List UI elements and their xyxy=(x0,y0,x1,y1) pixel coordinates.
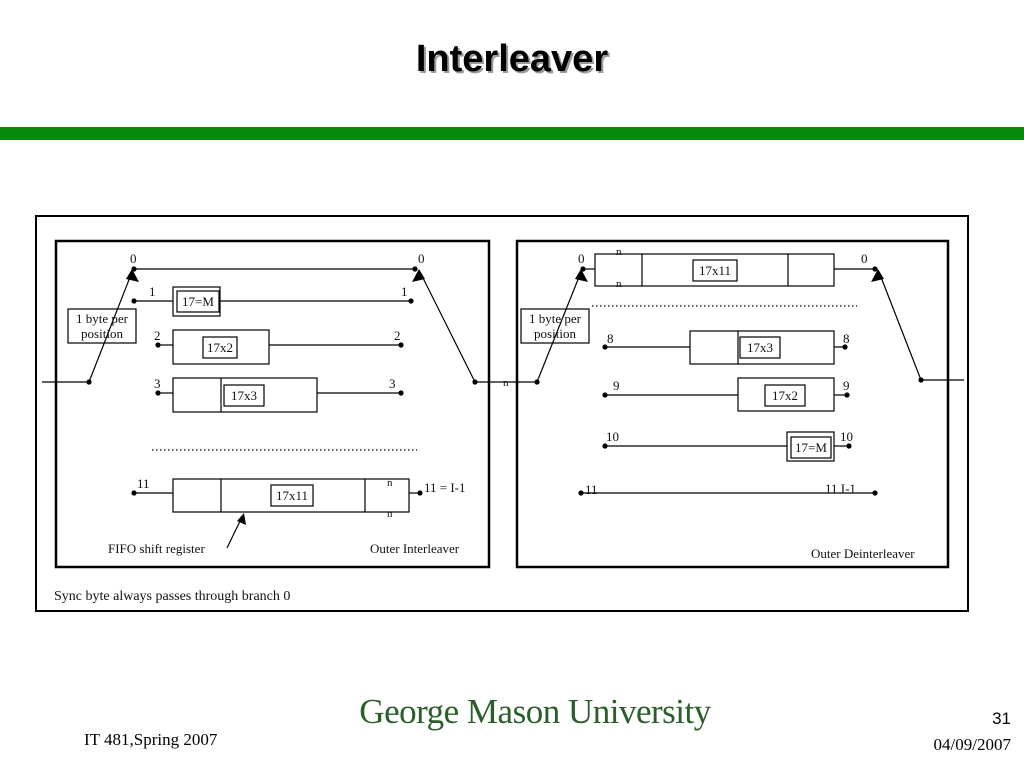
deinterleaver-n-mark-1: n xyxy=(616,246,622,258)
slide-title: Interleaver xyxy=(415,38,609,80)
deinterleaver-out-0-label: 0 xyxy=(861,251,868,266)
deinterleaver-branch-11-label: 11 xyxy=(585,482,598,497)
deinterleaver-branch-0-label: 0 xyxy=(578,251,585,266)
interleaver-out-0-label: 0 xyxy=(418,251,425,266)
interleaver-out-3-label: 3 xyxy=(389,376,396,391)
deinterleaver-out-11-label: 11 I-1 xyxy=(825,481,856,496)
deinterleaver-branch-10-label: 10 xyxy=(606,429,619,444)
deinterleaver-input-label-line2: position xyxy=(534,326,576,341)
interleaver-input-label-line1: 1 byte per xyxy=(76,311,129,326)
diagram-caption: Sync byte always passes through branch 0 xyxy=(54,589,290,604)
interleaver-cell-17m: 17=M xyxy=(182,294,214,309)
deinterleaver-panel xyxy=(515,239,950,569)
university-logo: George Mason University xyxy=(359,692,711,731)
deinterleaver-cell-17x2: 17x2 xyxy=(772,388,798,403)
interleaver-branch-1-label: 1 xyxy=(149,284,156,299)
interleaver-cell-17x2: 17x2 xyxy=(207,340,233,355)
fifo-register-label: FIFO shift register xyxy=(108,541,205,556)
interleaver-panel xyxy=(54,239,491,569)
deinterleaver-out-8-label: 8 xyxy=(843,331,850,346)
deinterleaver-cell-17m: 17=M xyxy=(795,440,827,455)
slide-number: 31 xyxy=(992,709,1011,728)
interleaver-input-label-line2: position xyxy=(81,326,123,341)
deinterleaver-input-label-line1: 1 byte per xyxy=(529,311,582,326)
interleaver-out-11-label: 11 = I-1 xyxy=(424,480,466,495)
date-label: 04/09/2007 xyxy=(933,735,1011,754)
deinterleaver-cell-17x3: 17x3 xyxy=(747,340,773,355)
interleaver-figure: 0 1 2 3 11 0 1 2 3 11 = I-1 17=M 17x2 17… xyxy=(35,215,969,612)
interleaver-branch-2-label: 2 xyxy=(154,328,161,343)
outer-interleaver-label: Outer Interleaver xyxy=(370,541,460,556)
interleaver-out-1-label: 1 xyxy=(401,284,408,299)
deinterleaver-cell-17x11: 17x11 xyxy=(699,263,731,278)
interleaver-branch-3-label: 3 xyxy=(154,376,161,391)
interleaver-branch-0-label: 0 xyxy=(130,251,137,266)
interleaver-n-mark-2: n xyxy=(387,508,393,520)
course-label: IT 481,Spring 2007 xyxy=(84,730,218,749)
title-accent-bar xyxy=(0,127,1024,140)
deinterleaver-branch-9-label: 9 xyxy=(613,378,620,393)
channel-n-mark: n xyxy=(503,377,509,389)
interleaver-diagram: 0 1 2 3 11 0 1 2 3 11 = I-1 17=M 17x2 17… xyxy=(42,239,964,604)
interleaver-branch-11-label: 11 xyxy=(137,476,150,491)
interleaver-cell-17x3: 17x3 xyxy=(231,388,257,403)
deinterleaver-n-mark-2: n xyxy=(616,278,622,290)
interleaver-out-2-label: 2 xyxy=(394,328,401,343)
interleaver-n-mark-1: n xyxy=(387,477,393,489)
deinterleaver-out-10-label: 10 xyxy=(840,429,853,444)
interleaver-cell-17x11: 17x11 xyxy=(276,488,308,503)
deinterleaver-out-9-label: 9 xyxy=(843,378,850,393)
outer-deinterleaver-label: Outer Deinterleaver xyxy=(811,546,915,561)
deinterleaver-branch-8-label: 8 xyxy=(607,331,614,346)
